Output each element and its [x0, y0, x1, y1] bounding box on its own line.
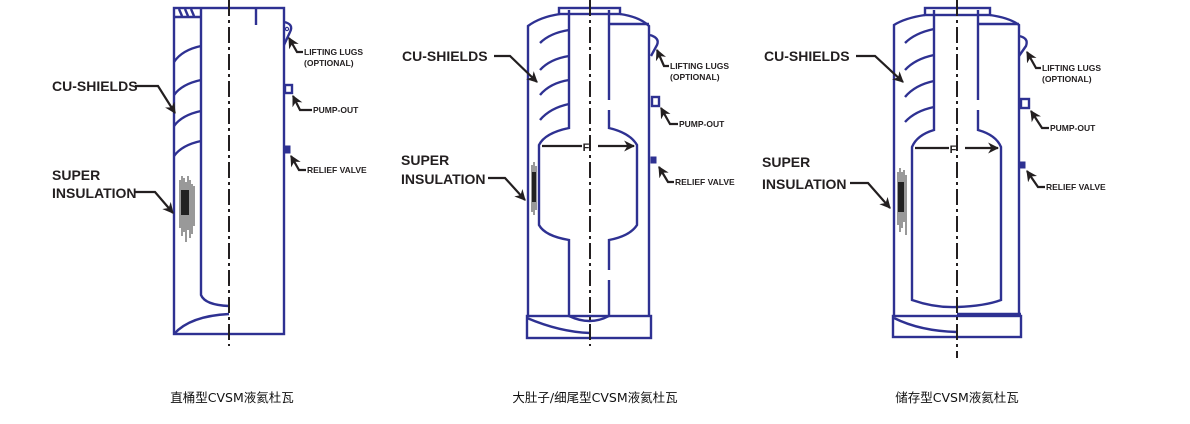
label-lifting-lugs: LIFTING LUGS — [670, 61, 729, 71]
label-insulation: INSULATION — [52, 185, 137, 201]
pump-out-arrow — [292, 95, 312, 112]
lug-arrow — [288, 37, 303, 54]
lifting-lug-icon — [649, 33, 659, 57]
label-cu-shields: CU-SHIELDS — [52, 78, 138, 94]
label-f: F — [950, 144, 957, 156]
cu-shields-arrow — [135, 84, 176, 114]
label-super: SUPER — [762, 154, 810, 170]
label-optional: (OPTIONAL) — [670, 72, 720, 82]
label-pump-out: PUMP-OUT — [679, 119, 725, 129]
label-super: SUPER — [52, 167, 100, 183]
outer-vessel — [526, 12, 651, 316]
cu-shields — [904, 27, 935, 123]
label-relief-valve: RELIEF VALVE — [307, 165, 367, 175]
relief-arrow — [1026, 170, 1045, 189]
bottom-curve — [173, 312, 230, 335]
lifting-lug-icon — [282, 20, 293, 46]
base-curve — [893, 312, 1021, 334]
label-optional: (OPTIONAL) — [304, 58, 354, 68]
lug-hole — [284, 26, 290, 32]
insulation-icon — [897, 168, 907, 235]
relief-valve-icon — [284, 145, 291, 154]
relief-arrow — [658, 166, 674, 184]
label-super: SUPER — [401, 152, 449, 168]
pump-out-arrow — [1030, 110, 1049, 130]
lug-arrow — [655, 48, 669, 68]
pump-out-icon — [650, 95, 661, 108]
pump-out-arrow — [660, 107, 678, 126]
label-insulation: INSULATION — [401, 171, 486, 187]
label-lifting-lugs: LIFTING LUGS — [1042, 63, 1101, 73]
label-relief-valve: RELIEF VALVE — [675, 177, 735, 187]
caption: 直桶型CVSM液氦杜瓦 — [170, 390, 294, 405]
dewar-straight: CU-SHIELDS SUPER INSULATION LIFTING LUGS… — [52, 0, 367, 405]
inner-vessel — [537, 10, 639, 323]
label-f: F — [583, 142, 590, 154]
pump-out-icon — [1019, 97, 1031, 110]
caption: 储存型CVSM液氦杜瓦 — [895, 390, 1019, 405]
lifting-lug-icon — [1018, 34, 1028, 57]
top-hatch — [174, 8, 201, 19]
insulation-icon — [179, 176, 195, 242]
relief-valve-icon — [650, 156, 657, 164]
cu-shields-arrow — [494, 54, 538, 83]
label-pump-out: PUMP-OUT — [313, 105, 359, 115]
insulation-arrow — [488, 176, 526, 201]
insulation-arrow — [850, 181, 891, 209]
insulation-icon — [531, 162, 537, 215]
dewar-big-belly: F CU-SHIELDS SUPER INSULATION LIFTING LU… — [401, 0, 735, 405]
relief-valve-icon — [1019, 161, 1026, 169]
label-pump-out: PUMP-OUT — [1050, 123, 1096, 133]
insulation-arrow — [135, 190, 174, 214]
label-relief-valve: RELIEF VALVE — [1046, 182, 1106, 192]
dewar-storage: F CU-SHIELDS SUPER INSULATION LIFTING LU… — [762, 0, 1106, 405]
cu-shields — [173, 44, 202, 157]
label-insulation: INSULATION — [762, 176, 847, 192]
label-cu-shields: CU-SHIELDS — [402, 48, 488, 64]
label-lifting-lugs: LIFTING LUGS — [304, 47, 363, 57]
relief-arrow — [290, 155, 306, 172]
caption: 大肚子/细尾型CVSM液氦杜瓦 — [512, 390, 677, 405]
lug-arrow — [1026, 51, 1041, 70]
cu-shields-arrow — [856, 54, 904, 83]
label-optional: (OPTIONAL) — [1042, 74, 1092, 84]
pump-out-icon — [283, 83, 294, 95]
label-cu-shields: CU-SHIELDS — [764, 48, 850, 64]
inner-tube — [199, 8, 230, 308]
base-curve — [526, 316, 591, 335]
cu-shields — [539, 28, 570, 121]
